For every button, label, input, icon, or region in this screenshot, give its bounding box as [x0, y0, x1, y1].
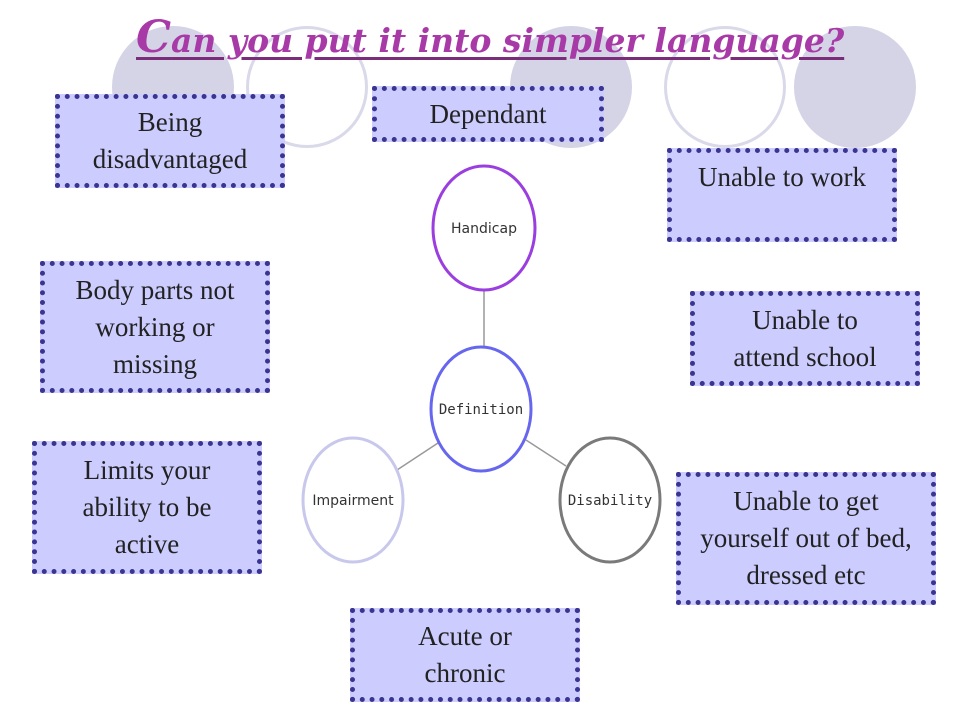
term-box: Being disadvantaged	[55, 94, 285, 188]
term-box-text: Acute or chronic	[418, 621, 512, 688]
term-box-text: Unable to work	[698, 162, 866, 192]
term-box-text: Limits your ability to be active	[82, 455, 212, 559]
term-box-text: Being disadvantaged	[92, 107, 248, 174]
title-initial: C	[136, 12, 172, 63]
term-box: Acute or chronic	[350, 608, 580, 702]
node-handicap-label: Handicap	[451, 221, 517, 237]
term-box: Unable to attend school	[690, 291, 920, 386]
node-impairment	[301, 436, 405, 564]
page-title: Can you put it into simpler language?	[136, 12, 844, 64]
decorative-circle	[794, 26, 916, 148]
node-disability-label: Disability	[568, 493, 652, 509]
title-rest: an you put it into simpler language?	[171, 21, 845, 60]
connector-impairment	[396, 442, 439, 471]
term-box: Dependant	[372, 86, 604, 142]
term-box-text: Dependant	[429, 98, 547, 129]
decorative-ring	[664, 26, 786, 148]
term-box-text: Body parts not working or missing	[75, 274, 235, 379]
connector-disability	[525, 439, 567, 467]
node-impairment-label: Impairment	[312, 493, 394, 509]
term-box: Unable to get yourself out of bed, dress…	[676, 472, 936, 605]
node-handicap	[431, 164, 537, 292]
term-box-text: Unable to attend school	[733, 304, 877, 372]
term-box: Limits your ability to be active	[32, 441, 262, 574]
node-definition-label: Definition	[439, 402, 523, 418]
node-definition	[429, 345, 533, 473]
node-disability	[558, 436, 662, 564]
term-box-text: Unable to get yourself out of bed, dress…	[700, 486, 912, 590]
term-box: Unable to work	[667, 148, 897, 242]
term-box: Body parts not working or missing	[40, 261, 270, 393]
